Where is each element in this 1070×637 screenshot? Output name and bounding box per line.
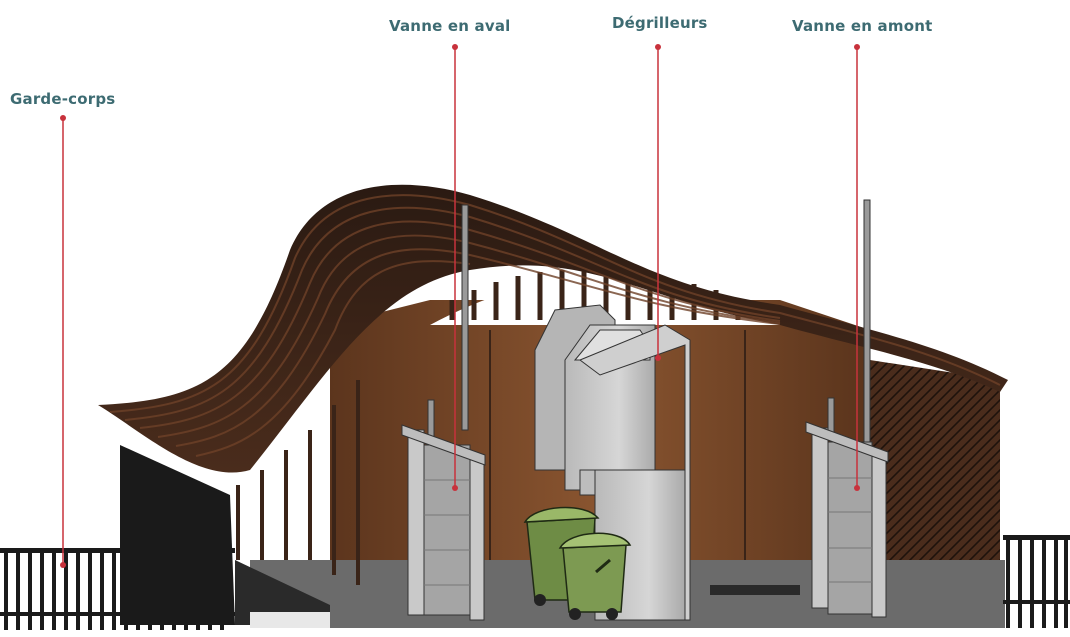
label-vanne-aval: Vanne en aval [389, 17, 511, 35]
downstream-gate [401, 204, 486, 621]
waste-bins [523, 506, 632, 620]
upstream-gate [805, 199, 889, 618]
dot-vanne-amont-top [854, 44, 860, 50]
dot-degrilleurs-end [655, 355, 661, 361]
dot-degrilleurs-top [655, 44, 661, 50]
leader-dots [60, 44, 860, 568]
right-railing [1003, 535, 1070, 628]
left-railing [0, 548, 235, 630]
roof-canopy [98, 184, 1008, 585]
dot-vanne-aval-end [452, 485, 458, 491]
dot-vanne-amont-end [854, 485, 860, 491]
dot-garde-corps-end [60, 562, 66, 568]
leader-lines [62, 47, 858, 565]
dot-garde-corps-top [60, 115, 66, 121]
label-vanne-amont: Vanne en amont [792, 17, 933, 35]
label-garde-corps: Garde-corps [10, 90, 116, 108]
dot-vanne-aval-top [452, 44, 458, 50]
floor-grate [710, 585, 800, 595]
screening-units [534, 304, 691, 621]
label-degrilleurs: Dégrilleurs [612, 14, 708, 32]
right-lattice-wall [870, 360, 1000, 620]
